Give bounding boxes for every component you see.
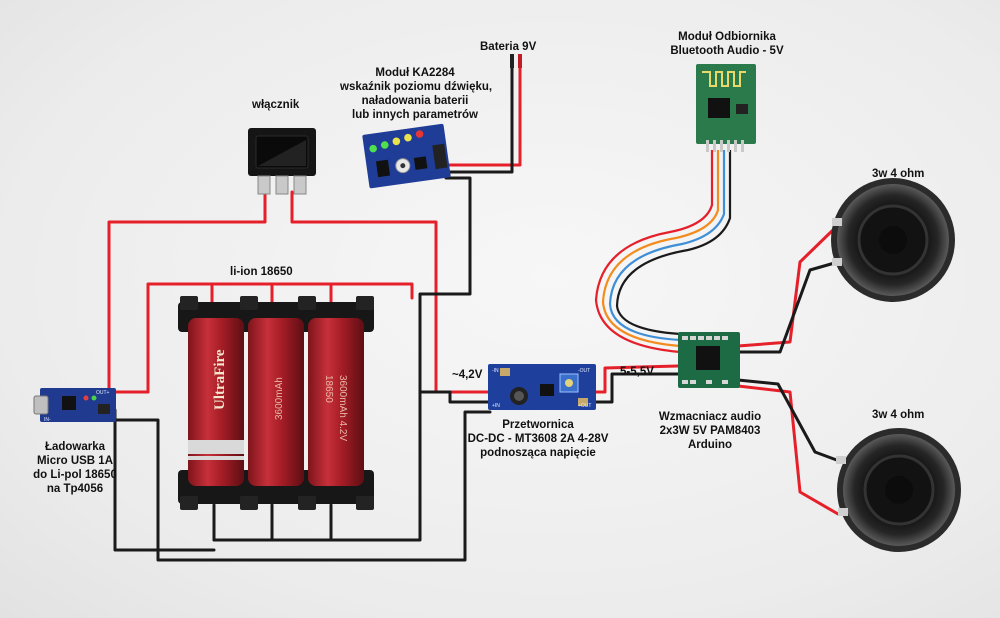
label-charger-line1: Ładowarka [44, 441, 106, 453]
wire-audio-red [594, 150, 714, 354]
cell-2-capacity: 3600mAh [274, 377, 285, 420]
label-battery-9v: Bateria 9V [480, 41, 537, 53]
battery-pack: UltraFire 3600mAh 18650 3600mAh 4.2V [178, 296, 374, 510]
converter-mark-in-plus: +IN [492, 403, 500, 409]
bluetooth-module [696, 64, 756, 152]
label-charger-line2: Micro USB 1A [36, 455, 114, 467]
label-voltage-in: ~4,2V [452, 369, 483, 381]
wire-charger-bottom [113, 408, 216, 552]
wire-converter-out-plus [590, 364, 680, 394]
wire-audio-dark [615, 150, 732, 336]
tp4056-charger: OUT+ IN- [33, 388, 116, 423]
label-amplifier: Wzmacniacz audio 2x3W 5V PAM8403 Arduino [650, 410, 770, 452]
speaker-bottom [836, 428, 961, 552]
speaker-top [831, 178, 955, 302]
label-ka2284-line3: naładowania baterii [361, 95, 469, 107]
wire-9v-plus [444, 60, 522, 167]
wire-switch-right-to-converter [290, 190, 492, 394]
cell-3-capacity: 3600mAh 4.2V [337, 375, 348, 441]
wire-audio-orange [601, 150, 720, 348]
converter-mark-out-minus: -OUT [578, 368, 590, 374]
label-amplifier-line2: 2x3W 5V PAM8403 [659, 425, 761, 437]
wire-charger-out-minus [108, 410, 492, 562]
wire-amp-to-speaker-bottom [736, 384, 840, 516]
label-bluetooth-line2: Bluetooth Audio - 5V [670, 45, 784, 57]
label-amplifier-line3: Arduino [687, 439, 733, 451]
ka2284-module [362, 123, 451, 189]
label-ka2284-line1: Moduł KA2284 [375, 67, 455, 79]
wire-converter-out-minus [590, 372, 680, 404]
wire-audio-blue [608, 150, 726, 342]
label-charger: Ładowarka Micro USB 1A do Li-pol 18650 n… [20, 440, 130, 496]
label-converter-line3: podnosząca napięcie [480, 447, 596, 459]
label-switch: włącznik [252, 99, 300, 111]
cell-3-brand: 18650 [323, 375, 334, 403]
label-bluetooth: Moduł Odbiornika Bluetooth Audio - 5V [664, 30, 790, 58]
label-converter: Przetwornica DC-DC - MT3608 2A 4-28V pod… [458, 418, 618, 460]
converter-mark-in-minus: -IN [492, 368, 499, 374]
label-voltage-out: 5-5,5V [620, 366, 654, 378]
pam8403-amplifier [678, 332, 740, 388]
cell-3: 18650 3600mAh 4.2V [308, 318, 364, 486]
red-wires [107, 60, 840, 516]
label-speaker-bottom: 3w 4 ohm [872, 409, 925, 421]
label-ka2284-line2: wskaźnik poziomu dźwięku, [340, 81, 493, 93]
wire-amp-to-speaker-bottom-gnd [736, 378, 844, 464]
wire-amp-to-speaker-top-gnd [736, 260, 840, 354]
cell-2: 3600mAh [248, 318, 304, 486]
cell-1-brand: UltraFire [212, 349, 228, 410]
label-ka2284: Moduł KA2284 wskaźnik poziomu dźwięku, n… [340, 66, 493, 122]
charger-mark-in: IN- [44, 417, 51, 423]
label-speaker-top: 3w 4 ohm [872, 168, 925, 180]
label-charger-line3: do Li-pol 18650 [33, 469, 117, 481]
wire-ka2284-to-bus [212, 176, 472, 542]
cell-1: UltraFire [188, 318, 244, 486]
label-ka2284-line4: lub innych parametrów [352, 109, 478, 121]
battery-9v-leads [510, 54, 522, 68]
converter-mark-out-plus: +OUT [578, 403, 591, 409]
label-liion: li-ion 18650 [230, 266, 293, 278]
black-wires [108, 60, 844, 562]
wire-converter-minus-in [418, 390, 492, 404]
wire-9v-minus [444, 60, 514, 174]
label-charger-line4: na Tp4056 [46, 483, 104, 495]
label-converter-line1: Przetwornica [502, 419, 574, 431]
mt3608-converter: -IN +IN -OUT +OUT [488, 364, 596, 410]
wire-switch-left-to-charger [107, 190, 267, 394]
rocker-switch [248, 128, 316, 195]
label-bluetooth-line1: Moduł Odbiornika [678, 31, 776, 43]
wire-battery-plus-bus [146, 282, 414, 394]
charger-mark-out: OUT+ [96, 390, 110, 396]
label-amplifier-line1: Wzmacniacz audio [658, 411, 762, 423]
audio-wires [594, 150, 732, 354]
wire-amp-to-speaker-top [736, 226, 837, 348]
label-converter-line2: DC-DC - MT3608 2A 4-28V [467, 433, 609, 445]
